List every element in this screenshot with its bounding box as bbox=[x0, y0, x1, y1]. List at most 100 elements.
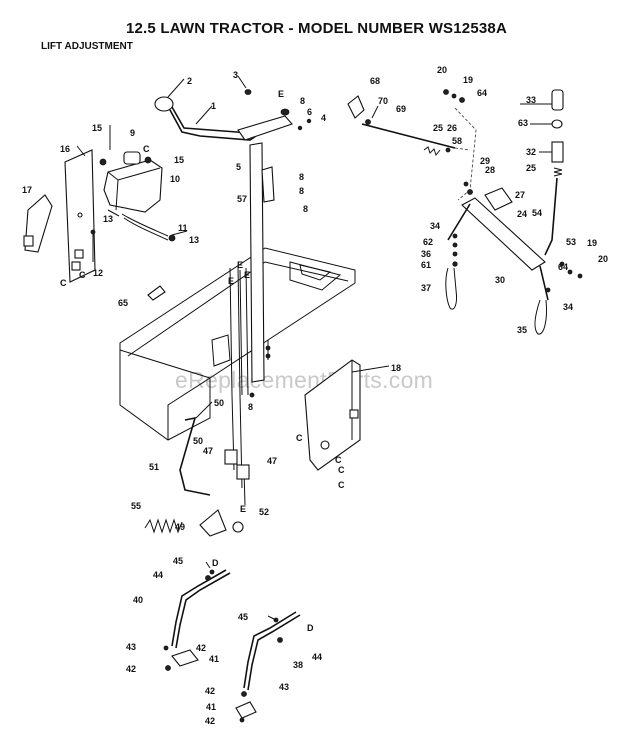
callout-8: 8 bbox=[248, 402, 253, 412]
callout-8: 8 bbox=[303, 204, 308, 214]
bracket-47 bbox=[224, 449, 250, 480]
bracket-17 bbox=[23, 194, 53, 253]
callout-32: 32 bbox=[526, 147, 536, 157]
watermark: eReplacementParts.com bbox=[175, 367, 434, 393]
callout-30: 30 bbox=[495, 275, 505, 285]
callout-41: 41 bbox=[209, 654, 219, 664]
callout-51: 51 bbox=[149, 462, 159, 472]
section-subtitle: LIFT ADJUSTMENT bbox=[41, 41, 133, 52]
callout-36: 36 bbox=[421, 249, 431, 259]
callout-34: 34 bbox=[430, 221, 440, 231]
callout-34: 34 bbox=[563, 302, 573, 312]
callout-10: 10 bbox=[170, 174, 180, 184]
callout-53: 53 bbox=[566, 237, 576, 247]
callout-45: 45 bbox=[238, 612, 248, 622]
callout-47: 47 bbox=[203, 446, 213, 456]
callout-2: 2 bbox=[187, 76, 192, 86]
callout-19: 19 bbox=[587, 238, 597, 248]
callout-E: E bbox=[228, 276, 234, 286]
bracket-68 bbox=[347, 95, 371, 125]
callout-24: 24 bbox=[517, 209, 527, 219]
callout-16: 16 bbox=[60, 144, 70, 154]
callout-4: 4 bbox=[321, 113, 326, 123]
callout-62: 62 bbox=[423, 237, 433, 247]
callout-6: 6 bbox=[307, 107, 312, 117]
fuel-tank bbox=[99, 151, 163, 213]
callout-64: 64 bbox=[477, 88, 487, 98]
callout-18: 18 bbox=[391, 363, 401, 373]
part-65 bbox=[147, 285, 166, 301]
callout-E: E bbox=[244, 270, 250, 280]
callout-40: 40 bbox=[133, 595, 143, 605]
lever-38 bbox=[235, 611, 301, 723]
callout-17: 17 bbox=[22, 185, 32, 195]
callout-C: C bbox=[143, 144, 150, 154]
callout-68: 68 bbox=[370, 76, 380, 86]
callout-8: 8 bbox=[300, 96, 305, 106]
callout-57: 57 bbox=[237, 194, 247, 204]
callout-26: 26 bbox=[447, 123, 457, 133]
callout-11: 11 bbox=[178, 223, 188, 233]
callout-63: 63 bbox=[518, 118, 528, 128]
callout-8: 8 bbox=[299, 172, 304, 182]
callout-37: 37 bbox=[421, 283, 431, 293]
callout-43: 43 bbox=[126, 642, 136, 652]
lift-link-35 bbox=[534, 261, 583, 335]
callout-47: 47 bbox=[267, 456, 277, 466]
bracket-49 bbox=[199, 509, 244, 537]
callout-28: 28 bbox=[485, 165, 495, 175]
callout-12: 12 bbox=[93, 268, 103, 278]
callout-C: C bbox=[60, 278, 67, 288]
callout-25: 25 bbox=[433, 123, 443, 133]
callout-27: 27 bbox=[515, 190, 525, 200]
callout-42: 42 bbox=[205, 716, 215, 726]
callout-D: D bbox=[307, 623, 314, 633]
callout-61: 61 bbox=[421, 260, 431, 270]
rod-69 bbox=[361, 107, 477, 201]
tank-bracket-16 bbox=[64, 149, 96, 283]
callout-41: 41 bbox=[206, 702, 216, 712]
callout-20: 20 bbox=[598, 254, 608, 264]
lever-40 bbox=[163, 569, 231, 671]
callout-55: 55 bbox=[131, 501, 141, 511]
callout-64: 64 bbox=[558, 262, 568, 272]
lift-shaft-30 bbox=[447, 177, 558, 301]
lift-rods bbox=[229, 142, 275, 506]
callout-58: 58 bbox=[452, 136, 462, 146]
callout-43: 43 bbox=[279, 682, 289, 692]
callout-15: 15 bbox=[174, 155, 184, 165]
side-panel-18 bbox=[304, 359, 361, 471]
callout-E: E bbox=[240, 504, 246, 514]
chassis-frame bbox=[119, 247, 356, 441]
callout-69: 69 bbox=[396, 104, 406, 114]
screw-12 bbox=[90, 229, 96, 262]
lift-lever-assembly bbox=[154, 89, 312, 141]
callout-D: D bbox=[212, 558, 219, 568]
fuel-line-11 bbox=[121, 213, 176, 242]
callout-29: 29 bbox=[480, 156, 490, 166]
page-title: 12.5 LAWN TRACTOR - MODEL NUMBER WS12538… bbox=[125, 20, 508, 37]
callout-50: 50 bbox=[214, 398, 224, 408]
callout-C: C bbox=[296, 433, 303, 443]
callout-5: 5 bbox=[236, 162, 241, 172]
callout-C: C bbox=[338, 465, 345, 475]
callout-20: 20 bbox=[437, 65, 447, 75]
callout-C: C bbox=[338, 480, 345, 490]
callout-35: 35 bbox=[517, 325, 527, 335]
callout-45: 45 bbox=[173, 556, 183, 566]
part-callouts: 2 1 3 E 8 6 4 15 9 C 15 10 16 17 13 11 1… bbox=[22, 65, 608, 726]
callout-9: 9 bbox=[130, 128, 135, 138]
callout-C: C bbox=[79, 270, 86, 280]
callout-38: 38 bbox=[293, 660, 303, 670]
callout-E: E bbox=[237, 260, 243, 270]
callout-3: 3 bbox=[233, 70, 238, 80]
callout-C: C bbox=[335, 455, 342, 465]
rod-51 bbox=[179, 416, 211, 496]
callout-42: 42 bbox=[126, 664, 136, 674]
callout-52: 52 bbox=[259, 507, 269, 517]
callout-25: 25 bbox=[526, 163, 536, 173]
callout-49: 49 bbox=[175, 522, 185, 532]
spring-25-26 bbox=[423, 146, 441, 157]
handle-33 bbox=[551, 89, 564, 177]
